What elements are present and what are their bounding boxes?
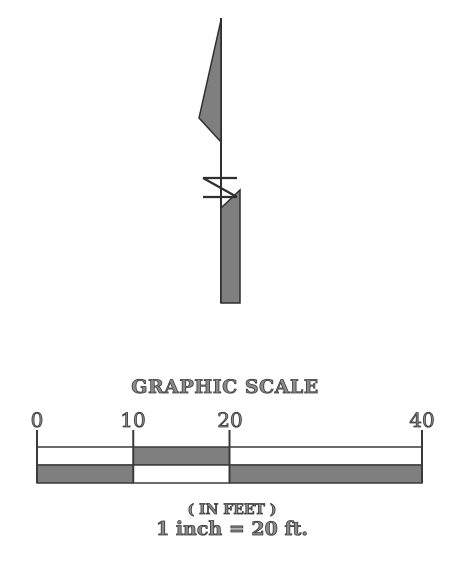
north-letter-n-icon	[202, 176, 238, 199]
scale-tick-label-20: 20	[217, 408, 242, 432]
scale-ratio-label: 1 inch = 20 ft.	[156, 518, 308, 540]
north-arrow-tail	[220, 188, 241, 304]
north-arrow-tip	[198, 19, 222, 144]
scale-segment-bottom-1	[132, 464, 231, 484]
scale-segment-top-0	[36, 446, 134, 466]
scale-tick-label-0: 0	[31, 408, 44, 432]
scale-title: GRAPHIC SCALE	[131, 376, 319, 398]
scale-bar	[36, 430, 423, 484]
north-arrow	[198, 18, 241, 304]
scale-tick-label-40: 40	[409, 408, 434, 432]
scale-segment-top-1	[132, 446, 231, 466]
scale-segment-top-2	[228, 446, 423, 466]
scale-tick-label-10: 10	[120, 408, 145, 432]
graphic-scale: GRAPHIC SCALE 0 10 20 40 ( IN FEET ) 1 i…	[30, 376, 435, 541]
scale-segment-bottom-0	[36, 464, 134, 484]
scale-segment-bottom-2	[228, 464, 423, 484]
scale-units-label: ( IN FEET )	[188, 502, 277, 518]
